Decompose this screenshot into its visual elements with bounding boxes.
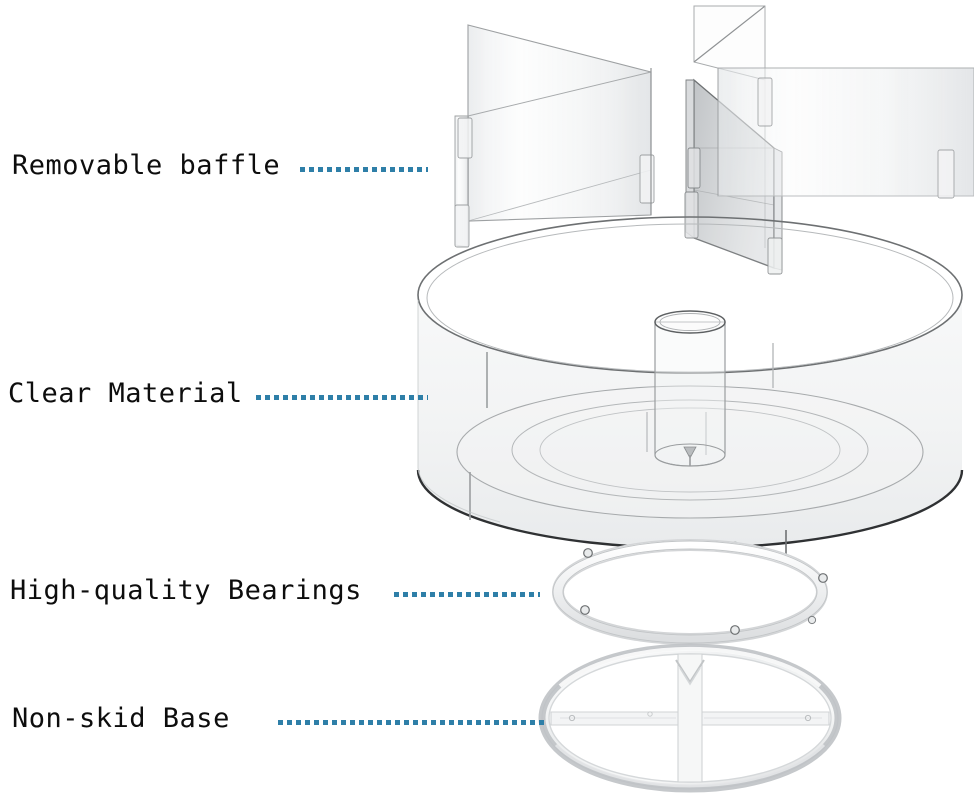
bowl	[416, 216, 964, 565]
leader-line-non-skid-base	[278, 720, 546, 725]
leader-line-removable-baffle	[300, 167, 428, 172]
center-post	[654, 310, 726, 467]
baffle-right	[717, 67, 974, 199]
leader-line-clear-material	[256, 395, 428, 400]
callout-label-clear-material: Clear Material	[8, 378, 243, 409]
callout-label-removable-baffle: Removable baffle	[12, 150, 281, 181]
leader-line-high-quality-bearings	[394, 592, 540, 597]
base-ring	[538, 643, 842, 793]
bearing-ring	[552, 539, 828, 645]
baffle-left	[454, 24, 655, 248]
callout-label-high-quality-bearings: High-quality Bearings	[10, 575, 362, 606]
baffle-center-shaded	[684, 5, 783, 275]
callout-label-non-skid-base: Non-skid Base	[12, 703, 230, 734]
